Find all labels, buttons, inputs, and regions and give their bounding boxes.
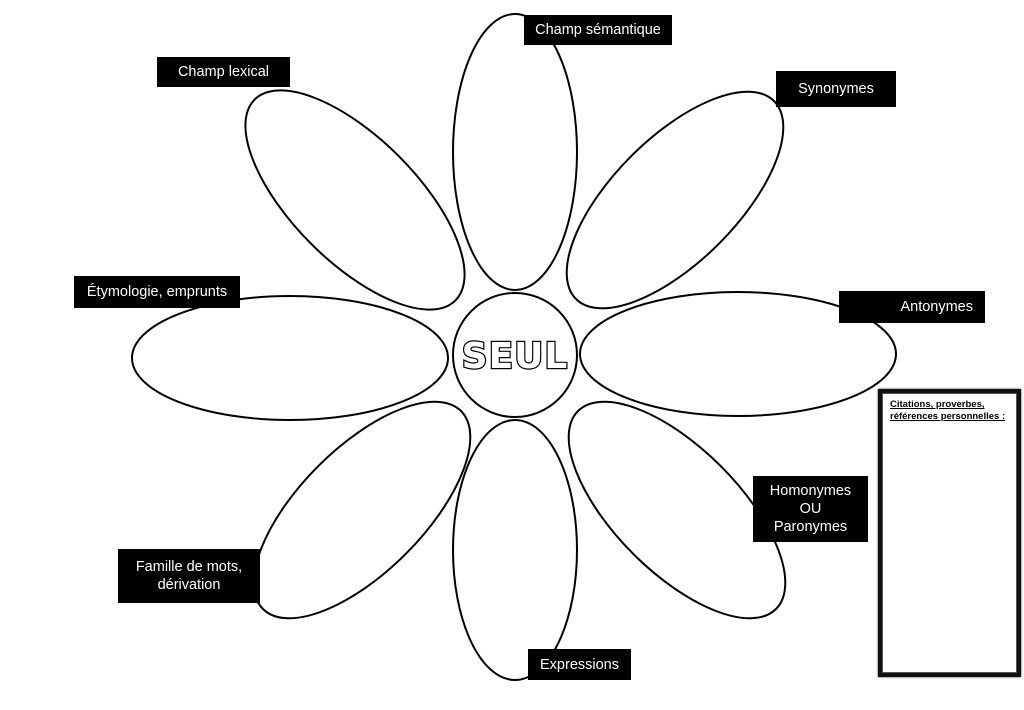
label-champ-lexical: Champ lexical <box>157 57 290 87</box>
label-antonymes: Antonymes <box>839 291 985 323</box>
notes-title: Citations, proverbes, références personn… <box>890 399 1006 422</box>
petal-champ-lexical <box>244 89 466 311</box>
petal-antonymes <box>579 291 897 417</box>
petal-expressions <box>452 419 578 681</box>
label-homonymes: Homonymes OU Paronymes <box>753 476 868 542</box>
petal-etymologie <box>131 295 449 421</box>
petal-synonymes <box>565 90 785 310</box>
label-famille: Famille de mots, dérivation <box>118 549 260 603</box>
label-expressions: Expressions <box>528 649 631 680</box>
label-champ-semantique: Champ sémantique <box>524 15 672 45</box>
petal-champ-semantique <box>452 13 578 291</box>
label-synonymes: Synonymes <box>776 71 896 107</box>
center-circle <box>452 292 578 418</box>
notes-box[interactable]: Citations, proverbes, références personn… <box>878 389 1021 677</box>
center-word: SEUL <box>462 336 569 377</box>
label-etymologie: Étymologie, emprunts <box>74 276 240 308</box>
petal-famille <box>252 400 472 620</box>
petal-homonymes <box>567 400 787 620</box>
